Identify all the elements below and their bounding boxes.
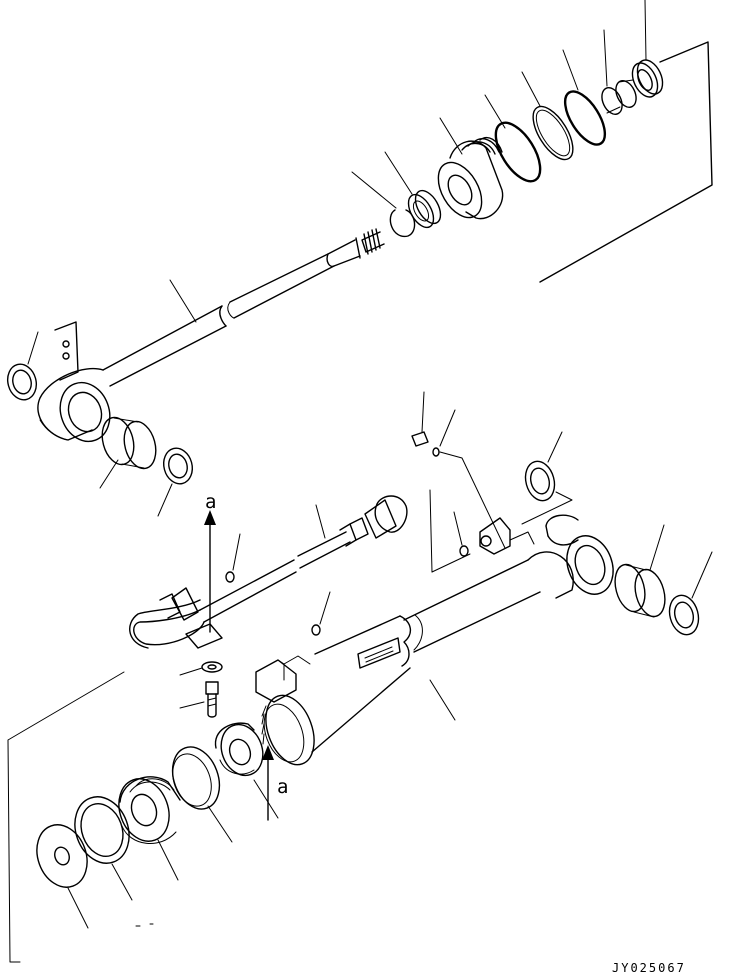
rod-bushing [601, 29, 637, 115]
rod-nut [384, 151, 442, 229]
piston-ring [494, 121, 542, 183]
view-marker-a-upper: a [205, 491, 216, 513]
head-ring [171, 746, 233, 843]
plug [411, 391, 506, 549]
bolt [179, 681, 219, 718]
o-ring-small-1 [225, 571, 235, 583]
head-seal-ring [74, 796, 133, 901]
bracket-frame-upper [539, 41, 713, 283]
rod-eye [37, 321, 111, 443]
view-marker-a-lower: a [277, 776, 288, 798]
head-nut [214, 722, 279, 819]
clevis-dust-seal-right [668, 551, 713, 636]
washer [201, 661, 223, 673]
drawing-code: JY025067 [612, 961, 686, 975]
name-plate [357, 637, 401, 669]
rod-eye-dust-seal-right [157, 447, 194, 517]
o-ring-small-3 [459, 545, 469, 557]
dust-seal [631, 0, 664, 98]
piston [437, 117, 504, 220]
hose-assembly: a [129, 489, 471, 718]
rod-eye-dust-seal-left [6, 331, 39, 401]
clevis-dust-seal-left [521, 431, 573, 525]
piston-rod-assembly [6, 0, 713, 517]
backup-ring [532, 105, 574, 161]
rod-eye-bushing [99, 416, 157, 489]
head-washer [36, 824, 89, 929]
cylinder-head-parts: a [7, 671, 288, 963]
o-ring-small-2 [311, 624, 321, 636]
clevis-bushing [614, 524, 666, 618]
cylinder-head [118, 776, 181, 881]
cylinder-tube [255, 514, 614, 766]
o-ring [563, 90, 607, 146]
piston-rod [102, 228, 385, 387]
snap-ring [389, 209, 416, 237]
